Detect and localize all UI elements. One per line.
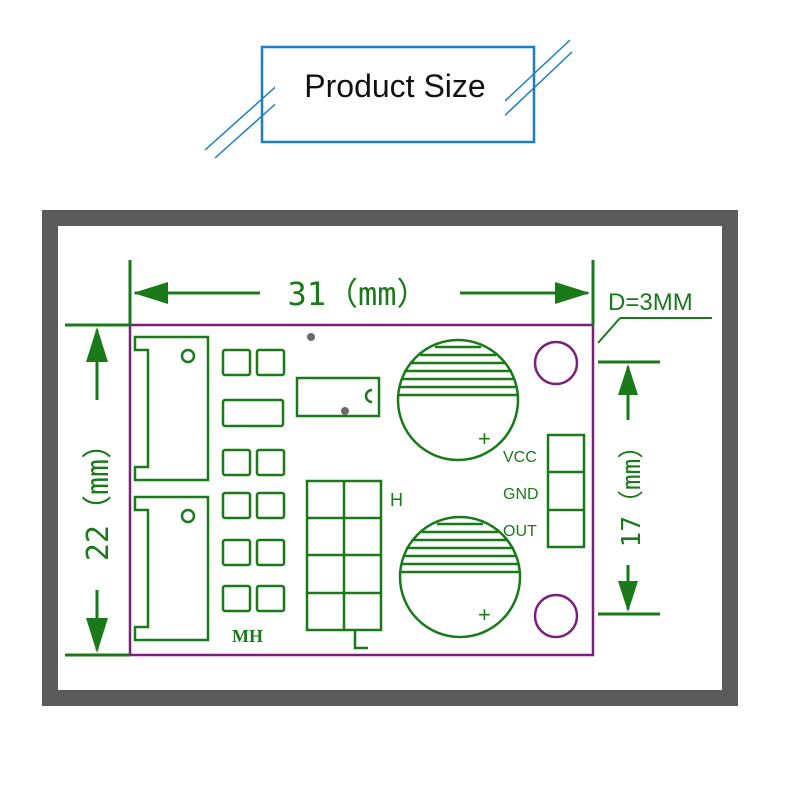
hole-diameter-leader	[597, 317, 712, 344]
width-dimension	[128, 260, 595, 325]
hole-arrow-bottom	[618, 581, 638, 612]
capacitor-bottom	[398, 515, 522, 639]
board-outline	[128, 323, 595, 657]
pad-4b	[255, 491, 286, 520]
pin-grid	[305, 479, 383, 650]
vcc-label: VCC	[503, 449, 537, 466]
via-dot-chip	[341, 407, 349, 415]
width-arrow-right	[555, 282, 590, 304]
connector-bottom	[133, 495, 210, 642]
pad-2	[221, 398, 285, 428]
output-header	[546, 433, 586, 549]
hole-spacing-label: 17（mm）	[617, 433, 647, 548]
width-arrow-left	[133, 282, 168, 304]
width-label: 31（mm）	[287, 275, 428, 313]
pad-1b	[255, 348, 286, 377]
height-arrow-bottom	[86, 618, 108, 653]
hole-diameter-label: D=3MM	[608, 289, 693, 316]
title-box	[260, 45, 536, 144]
mh-label: MH	[232, 626, 263, 646]
h-label: H	[390, 490, 403, 510]
gnd-label: GND	[503, 486, 539, 503]
capacitor-top-plus: +	[478, 426, 491, 451]
title-mask	[275, 62, 505, 122]
out-label: OUT	[503, 523, 537, 540]
title-slash-right-2	[499, 51, 573, 121]
outer-frame	[42, 210, 738, 706]
pad-5a	[221, 538, 252, 567]
pad-5b	[255, 538, 286, 567]
capacitor-bottom-plus: +	[478, 602, 491, 627]
pad-1a	[221, 348, 252, 377]
mounting-hole-bottom	[533, 593, 579, 639]
pad-6b	[255, 584, 286, 613]
leader-diagonal	[597, 317, 621, 344]
height-label: 22（mm）	[81, 429, 116, 561]
pad-6a	[221, 584, 252, 613]
l-mark	[353, 630, 368, 650]
height-arrow-top	[86, 327, 108, 362]
smd-pads	[221, 348, 286, 613]
pad-3a	[221, 448, 252, 477]
output-header-outline	[546, 433, 586, 549]
ic-notch	[364, 388, 373, 404]
connector-top	[133, 335, 210, 482]
pad-3b	[255, 448, 286, 477]
ic-body	[295, 376, 381, 418]
pad-4a	[221, 491, 252, 520]
hole-spacing-dimension	[598, 360, 660, 616]
hole-arrow-top	[618, 364, 638, 395]
ic-chip	[295, 376, 381, 418]
via-dot-top	[307, 333, 315, 341]
height-dimension	[65, 323, 130, 657]
capacitor-top	[396, 338, 520, 462]
mounting-hole-top	[533, 340, 579, 386]
